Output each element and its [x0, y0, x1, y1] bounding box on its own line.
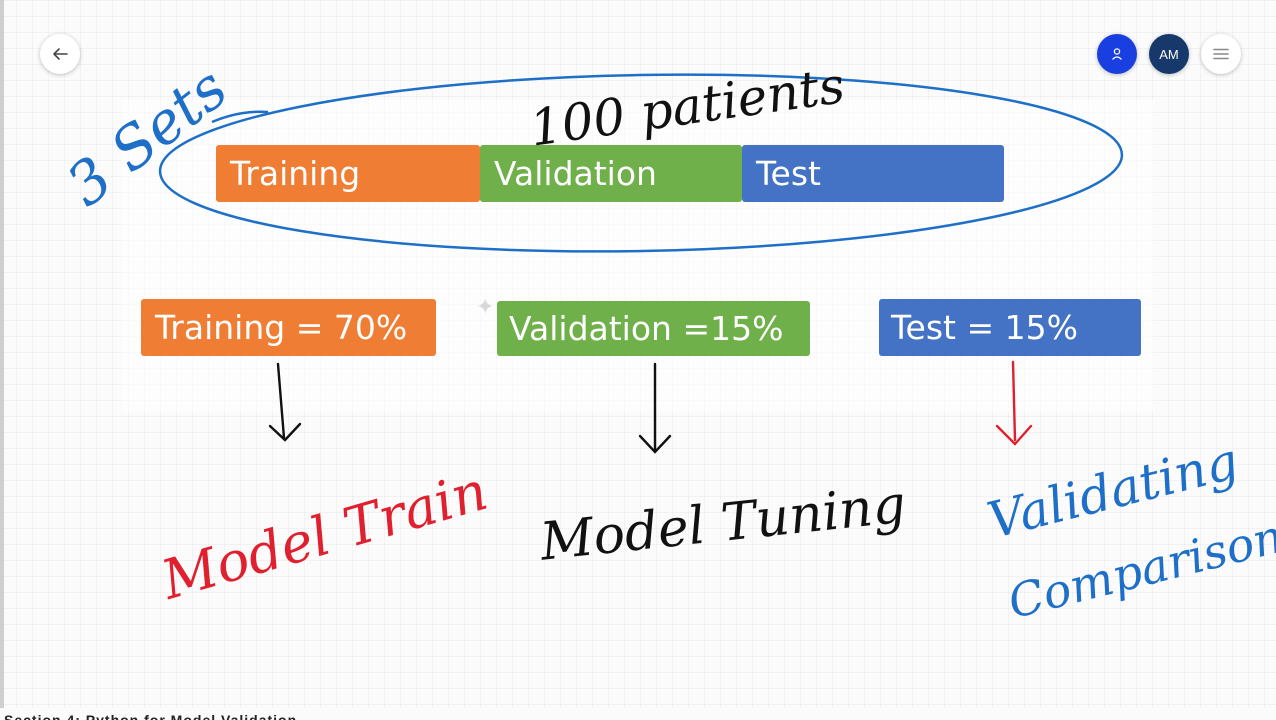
bar-segment-test: Test — [742, 145, 1004, 202]
split-box-test: Test = 15% — [879, 299, 1141, 356]
split-box-training: Training = 70% — [141, 299, 436, 356]
ink-arrow-training — [268, 362, 302, 442]
annotation-100-patients: 100 patients — [526, 56, 848, 158]
hamburger-menu-icon — [1213, 48, 1229, 60]
sparkle-cursor-icon: ✦ — [476, 294, 495, 319]
ink-arrow-validation — [638, 362, 672, 454]
left-edge-strip — [0, 0, 4, 720]
bar-segment-training: Training — [216, 145, 480, 202]
user-avatar[interactable]: AM — [1149, 34, 1189, 74]
back-button[interactable] — [40, 34, 80, 74]
menu-button[interactable] — [1201, 34, 1241, 74]
person-icon — [1112, 48, 1122, 60]
annotation-model-tuning: Model Tuning — [536, 475, 908, 573]
split-box-validation: Validation =15% — [497, 301, 810, 356]
course-caption: Section 4: Python for Model Validation — [4, 712, 298, 720]
top-right-controls: AM — [1097, 34, 1241, 74]
participants-button[interactable] — [1097, 34, 1137, 74]
ink-ellipse — [158, 73, 1124, 253]
bar-segment-validation: Validation — [480, 145, 742, 202]
ink-arrow-test — [995, 360, 1033, 446]
arrow-left-icon — [53, 48, 68, 60]
bottom-caption-strip: Section 4: Python for Model Validation — [0, 708, 1276, 720]
ink-stroke-tail — [211, 110, 269, 124]
annotation-model-train: Model Train — [154, 459, 494, 612]
annotation-3-sets: 3 Sets — [54, 54, 240, 220]
